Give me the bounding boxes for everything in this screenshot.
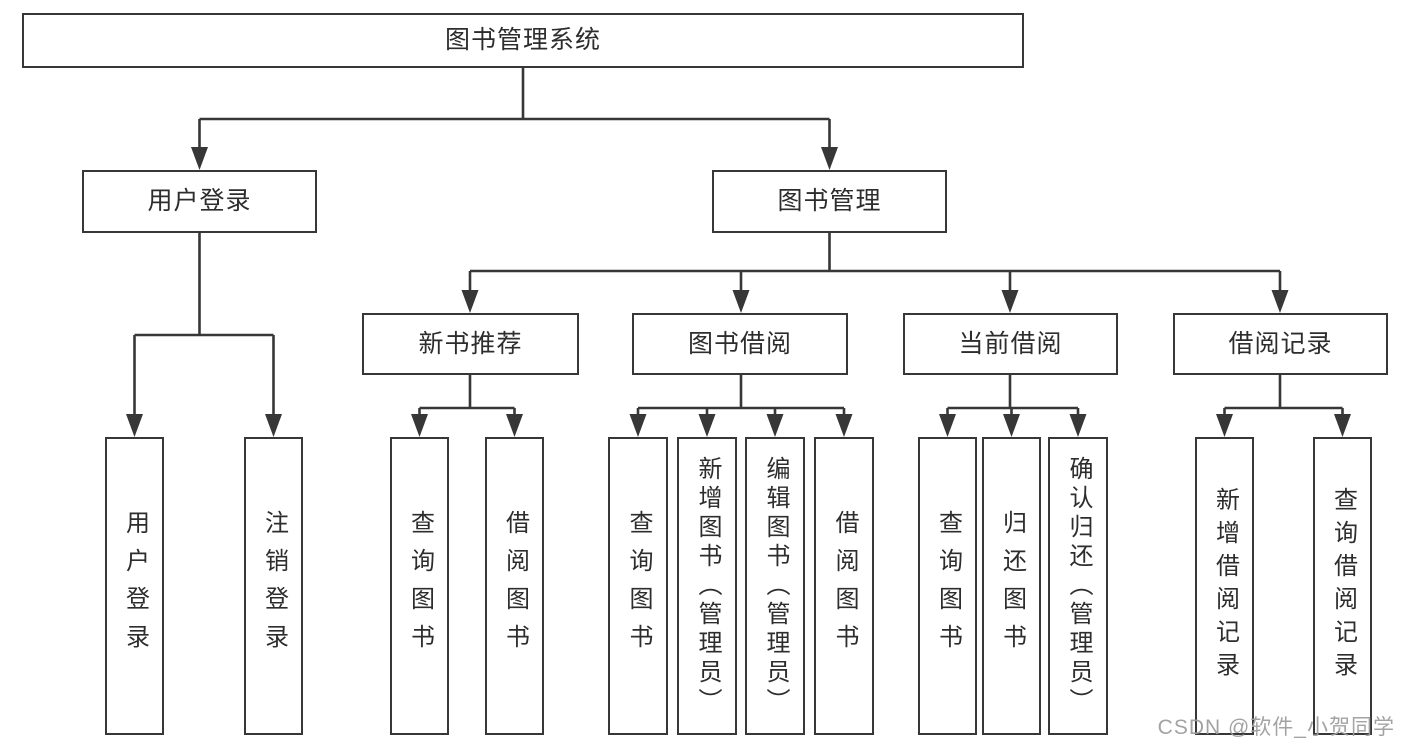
node-leaf-borrow-borrow-books: 借阅图书 — [814, 437, 874, 735]
arrowhead — [629, 414, 647, 437]
connector-bookmgmt-to-level3 — [468, 233, 1282, 293]
arrowhead — [766, 414, 784, 437]
arrowhead — [698, 414, 716, 437]
arrowhead — [1001, 290, 1019, 313]
arrowhead — [1334, 414, 1351, 437]
node-leaf-records-add-record: 新增借阅记录 — [1195, 437, 1254, 735]
arrowhead — [1271, 290, 1289, 313]
arrowhead — [265, 414, 282, 437]
node-leaf-recommend-borrow-books: 借阅图书 — [485, 437, 544, 735]
node-leaf-records-query-record: 查询借阅记录 — [1313, 437, 1372, 735]
node-leaf-recommend-query-books: 查询图书 — [390, 437, 449, 735]
node-leaf-current-confirm-return-admin: 确认归还（管理员） — [1048, 437, 1108, 735]
arrowhead — [821, 147, 838, 170]
node-leaf-borrow-edit-books-admin: 编辑图书（管理员） — [745, 437, 805, 735]
connector-records-to-children — [1223, 375, 1344, 418]
node-leaf-borrow-add-books-admin: 新增图书（管理员） — [677, 437, 737, 735]
connector-current-to-children — [946, 375, 1080, 418]
arrowhead — [506, 414, 523, 437]
csdn-watermark: CSDN @软件_小贺同学 — [1157, 716, 1395, 739]
node-leaf-current-query-books: 查询图书 — [918, 437, 977, 735]
connector-root-to-level2 — [198, 68, 831, 150]
arrowhead — [411, 414, 428, 437]
arrowhead — [732, 290, 750, 313]
arrowhead — [1216, 414, 1233, 437]
arrowhead — [835, 414, 853, 437]
arrowhead — [126, 414, 143, 437]
node-root-system: 图书管理系统 — [22, 13, 1024, 68]
arrowhead — [191, 147, 208, 170]
node-borrow-records: 借阅记录 — [1173, 313, 1388, 375]
arrowheads — [126, 147, 1351, 437]
connector-userlogin-to-children — [133, 233, 275, 418]
node-leaf-current-return-books: 归还图书 — [982, 437, 1041, 735]
node-leaf-logout: 注销登录 — [244, 437, 303, 735]
arrowhead — [1003, 414, 1020, 437]
node-current-borrow: 当前借阅 — [903, 313, 1118, 375]
arrowhead — [1069, 414, 1087, 437]
arrowhead — [461, 290, 479, 313]
node-leaf-user-login: 用户登录 — [105, 437, 164, 735]
node-user-login: 用户登录 — [82, 170, 317, 233]
arrowhead — [939, 414, 956, 437]
node-book-management: 图书管理 — [712, 170, 947, 233]
connector-recommend-to-children — [418, 375, 516, 418]
node-book-borrow: 图书借阅 — [632, 313, 848, 375]
connector-borrow-to-children — [636, 375, 846, 418]
node-new-book-recommend: 新书推荐 — [362, 313, 579, 375]
node-leaf-borrow-query-books: 查询图书 — [608, 437, 668, 735]
